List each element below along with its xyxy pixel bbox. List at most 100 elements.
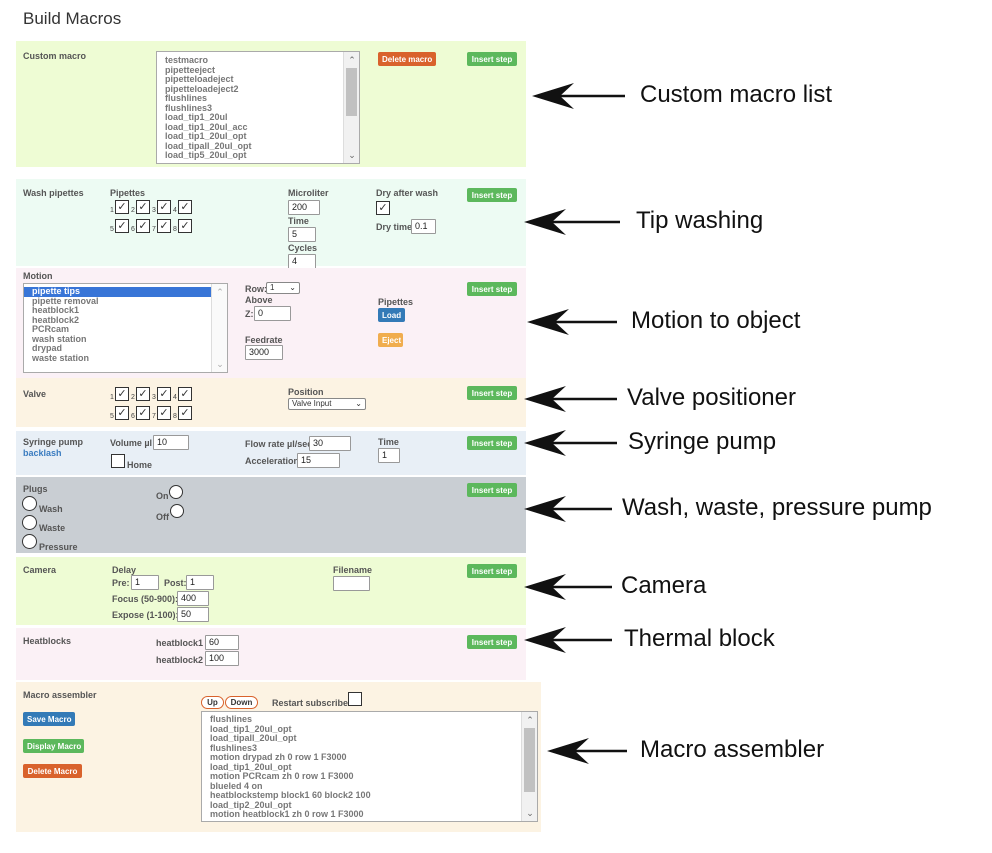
checkbox-5[interactable]: ✓: [115, 219, 129, 233]
list-item[interactable]: blueled 4 on: [210, 780, 263, 791]
list-item[interactable]: load_tip2_20ul_opt: [210, 799, 292, 810]
list-item[interactable]: flushlines3: [210, 742, 258, 753]
list-item[interactable]: load_tip1_20ul: [165, 112, 228, 122]
insert-step-button[interactable]: Insert step: [467, 52, 517, 66]
checkbox-4[interactable]: ✓: [178, 387, 192, 401]
eject-button[interactable]: Eject: [378, 333, 403, 347]
list-item[interactable]: pipetteeject: [165, 64, 216, 75]
microliter-input[interactable]: 200: [288, 200, 320, 215]
down-button[interactable]: Down: [225, 696, 258, 709]
insert-step-button[interactable]: Insert step: [467, 635, 517, 649]
list-item[interactable]: wash station: [32, 333, 87, 344]
checkbox-8[interactable]: ✓: [178, 406, 192, 420]
scroll-up-icon[interactable]: ⌃: [526, 715, 534, 725]
checkbox-3[interactable]: ✓: [157, 387, 171, 401]
off-radio[interactable]: [170, 504, 184, 518]
list-item[interactable]: flushlines: [210, 714, 253, 724]
list-item[interactable]: flushlines: [165, 93, 208, 103]
checkbox-5[interactable]: ✓: [115, 406, 129, 420]
time-input[interactable]: 5: [288, 227, 316, 242]
scroll-down-icon[interactable]: ⌄: [216, 359, 224, 369]
insert-step-button[interactable]: Insert step: [467, 282, 517, 296]
list-item[interactable]: waste station: [32, 352, 90, 363]
home-checkbox[interactable]: [111, 454, 125, 468]
heatblock2-input[interactable]: 100: [205, 651, 239, 666]
position-select[interactable]: Valve Input⌄: [288, 398, 366, 410]
list-item[interactable]: pipetteloadeject2: [165, 83, 239, 94]
list-item[interactable]: flushlines3: [165, 102, 213, 113]
scrollbar-thumb[interactable]: [524, 728, 535, 792]
delete-macro-button[interactable]: Delete macro: [378, 52, 436, 66]
checkbox-1[interactable]: ✓: [115, 200, 129, 214]
pre-input[interactable]: 1: [131, 575, 159, 590]
volume-input[interactable]: 10: [153, 435, 189, 450]
post-input[interactable]: 1: [186, 575, 214, 590]
assembler-scrollbar[interactable]: ⌃ ⌄: [521, 712, 537, 821]
checkbox-7[interactable]: ✓: [157, 406, 171, 420]
feedrate-input[interactable]: 3000: [245, 345, 283, 360]
checkbox-6[interactable]: ✓: [136, 406, 150, 420]
insert-step-button[interactable]: Insert step: [467, 188, 517, 202]
syringe-time-input[interactable]: 1: [378, 448, 400, 463]
checkbox-3[interactable]: ✓: [157, 200, 171, 214]
cycles-input[interactable]: 4: [288, 254, 316, 269]
list-item[interactable]: heatblockstemp block1 60 block2 100: [210, 790, 371, 800]
up-button[interactable]: Up: [201, 696, 224, 709]
list-item[interactable]: load_tip1_20ul_acc: [165, 121, 248, 132]
insert-step-button[interactable]: Insert step: [467, 483, 517, 497]
list-item[interactable]: load_tip5_20ul_opt: [165, 150, 247, 160]
focus-input[interactable]: 400: [177, 591, 209, 606]
delete-macro-button[interactable]: Delete Macro: [23, 764, 82, 778]
checkbox-1[interactable]: ✓: [115, 387, 129, 401]
list-item[interactable]: motion PCRcam zh 0 row 1 F3000: [210, 771, 354, 781]
scroll-up-icon[interactable]: ⌃: [348, 55, 356, 65]
heatblock1-input[interactable]: 60: [205, 635, 239, 650]
on-radio[interactable]: [169, 485, 183, 499]
acceleration-input[interactable]: 15: [297, 453, 340, 468]
checkbox-7[interactable]: ✓: [157, 219, 171, 233]
list-item[interactable]: pipetteloadeject: [165, 74, 234, 84]
pressure-radio[interactable]: [22, 534, 37, 549]
list-item[interactable]: motion heatblock1 zh 0 row 1 F3000: [210, 809, 364, 819]
save-macro-button[interactable]: Save Macro: [23, 712, 75, 726]
load-button[interactable]: Load: [378, 308, 405, 322]
wash-radio[interactable]: [22, 496, 37, 511]
list-item[interactable]: drypad: [32, 343, 63, 353]
z-input[interactable]: 0: [254, 306, 291, 321]
checkbox-2[interactable]: ✓: [136, 200, 150, 214]
dry-time-input[interactable]: 0.1: [411, 219, 436, 234]
list-item[interactable]: heatblock2: [32, 314, 80, 325]
list-item[interactable]: PCRcam: [32, 324, 70, 334]
checkbox-6[interactable]: ✓: [136, 219, 150, 233]
display-macro-button[interactable]: Display Macro: [23, 739, 84, 753]
list-item[interactable]: load_tip1_20ul_opt: [165, 131, 247, 141]
insert-step-button[interactable]: Insert step: [467, 436, 517, 450]
list-item[interactable]: load_tip1_20ul_opt: [210, 723, 292, 734]
list-item[interactable]: pipette removal: [32, 295, 99, 306]
row-select[interactable]: 1⌄: [266, 282, 300, 294]
list-item[interactable]: load_tip1_20ul_opt: [210, 761, 292, 772]
insert-step-button[interactable]: Insert step: [467, 386, 517, 400]
filename-input[interactable]: [333, 576, 370, 591]
list-item[interactable]: load_tipall_20ul_opt: [210, 733, 297, 743]
list-item[interactable]: pipette tips: [24, 286, 213, 297]
scroll-down-icon[interactable]: ⌄: [348, 150, 356, 160]
checkbox-2[interactable]: ✓: [136, 387, 150, 401]
restart-subscriber-checkbox[interactable]: [348, 692, 362, 706]
dry-after-wash-checkbox[interactable]: ✓: [376, 201, 390, 215]
checkbox-4[interactable]: ✓: [178, 200, 192, 214]
list-item[interactable]: motion drypad zh 0 row 1 F3000: [210, 752, 347, 762]
expose-input[interactable]: 50: [177, 607, 209, 622]
motion-list-scrollbar[interactable]: ⌃ ⌄: [211, 284, 227, 372]
backlash-link[interactable]: backlash: [23, 448, 62, 458]
scroll-up-icon[interactable]: ⌃: [216, 287, 224, 297]
scrollbar-thumb[interactable]: [346, 68, 357, 116]
scroll-down-icon[interactable]: ⌄: [526, 808, 534, 818]
flow-rate-input[interactable]: 30: [309, 436, 351, 451]
list-item[interactable]: heatblock1: [32, 305, 80, 315]
custom-macro-scrollbar[interactable]: ⌃ ⌄: [343, 52, 359, 163]
insert-step-button[interactable]: Insert step: [467, 564, 517, 578]
